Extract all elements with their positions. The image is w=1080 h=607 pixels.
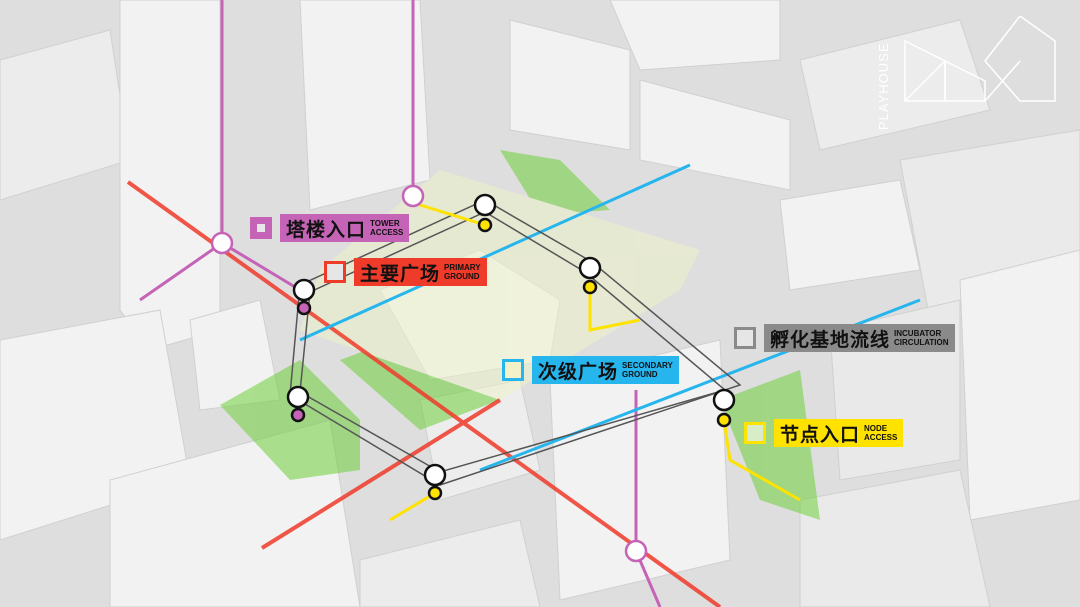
logo-mark-icon <box>904 14 1056 102</box>
tower-access-lines <box>139 0 662 607</box>
square-outline-icon <box>744 422 766 444</box>
square-outline-icon <box>502 359 524 381</box>
square-outline-icon <box>734 327 756 349</box>
square-outline-icon <box>250 217 272 239</box>
node-access-lines <box>389 203 801 522</box>
access-nodes <box>210 184 736 563</box>
playhouse-logo <box>880 14 1060 121</box>
square-outline-icon <box>324 261 346 283</box>
logo-text: PLAYHOUSE <box>876 42 891 130</box>
